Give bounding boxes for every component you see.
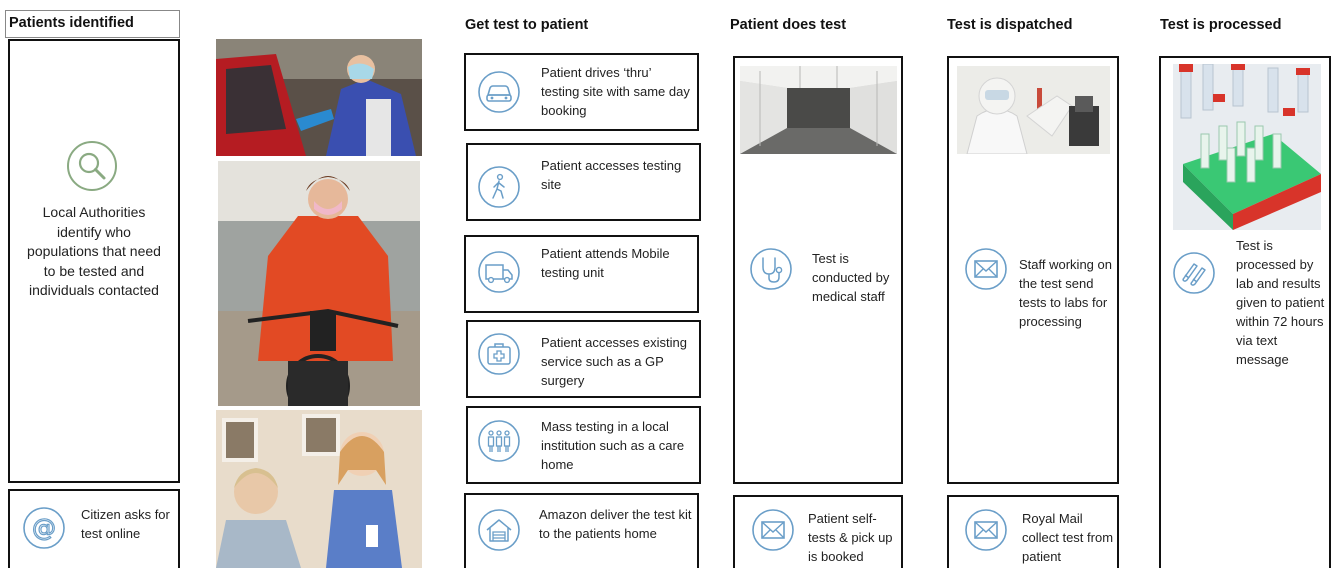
royal-mail-text: Royal Mail collect test from patient (1022, 511, 1114, 564)
drive-thru-photo (216, 39, 422, 156)
care-home-photo (216, 410, 422, 568)
self-test-box (733, 495, 903, 568)
search-icon (66, 140, 118, 192)
van-icon (477, 250, 521, 294)
route-box-mass-testing (466, 406, 701, 484)
processed-text: Test is processed by lab and results giv… (1236, 238, 1325, 367)
identify-text: Local Authorities identify who populatio… (27, 204, 161, 298)
lab-scientist-photo (957, 66, 1110, 154)
header-does-test: Patient does test (730, 17, 847, 33)
citizen-text: Citizen asks for test online (81, 507, 170, 541)
walking-person-icon (477, 165, 521, 209)
dispatched-text: Staff working on the test send tests to … (1019, 257, 1112, 329)
svg-text:@: @ (32, 514, 56, 542)
at-sign-icon: @ (22, 506, 66, 550)
envelope-icon (964, 508, 1008, 552)
citizen-box (8, 489, 180, 568)
route-box-testing-site (466, 143, 701, 221)
cyclist-photo (218, 161, 420, 406)
test-tubes-icon (1172, 251, 1216, 295)
header-dispatched: Test is dispatched (947, 17, 1073, 33)
house-icon (477, 508, 521, 552)
header-patients-identified: Patients identified (5, 10, 180, 38)
route-text-drive-thru: Patient drives ‘thru’ testing site with … (541, 65, 690, 118)
test-tubes-photo (1173, 64, 1321, 230)
does-test-text: Test is conducted by medical staff (812, 251, 890, 304)
route-text-mobile-unit: Patient attends Mobile testing unit (541, 246, 670, 280)
envelope-icon (964, 247, 1008, 291)
header-get-test: Get test to patient (465, 17, 589, 33)
route-box-amazon (464, 493, 699, 568)
medical-kit-icon (477, 332, 521, 376)
identify-box (8, 39, 180, 483)
route-text-mass-testing: Mass testing in a local institution such… (541, 419, 685, 472)
route-box-mobile-unit (464, 235, 699, 313)
car-icon (477, 70, 521, 114)
test-tent-photo (740, 66, 897, 154)
stethoscope-icon (749, 247, 793, 291)
route-box-gp-surgery (466, 320, 701, 398)
group-people-icon (477, 419, 521, 463)
route-text-gp-surgery: Patient accesses existing service such a… (541, 335, 687, 388)
route-text-amazon: Amazon deliver the test kit to the patie… (539, 507, 692, 541)
header-processed: Test is processed (1160, 17, 1282, 33)
route-box-drive-thru (464, 53, 699, 131)
route-text-testing-site: Patient accesses testing site (541, 158, 682, 192)
envelope-icon (751, 508, 795, 552)
self-test-text: Patient self-tests & pick up is booked (808, 511, 893, 564)
